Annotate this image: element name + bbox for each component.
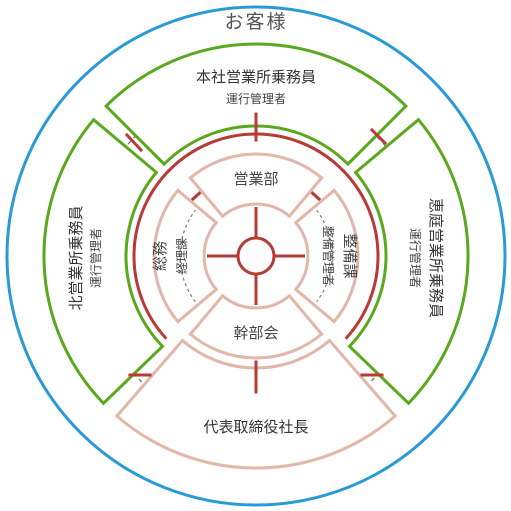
branch-band-right xyxy=(347,117,470,406)
hub-circle xyxy=(236,236,276,276)
ceo-label: 代表取締役社長 xyxy=(203,418,308,436)
connector-tl-stub xyxy=(124,132,144,153)
ceo-band xyxy=(114,338,398,470)
branch-right-label: 恵庭営業所乗務員 xyxy=(427,198,445,318)
maintenance-dashed-arc xyxy=(316,209,333,303)
department-sector-sales xyxy=(188,152,324,219)
branch-top-label: 本社営業所乗務員 xyxy=(196,68,316,86)
branch-band-top xyxy=(103,42,409,167)
department-sector-maintenance xyxy=(293,188,360,324)
connector-tr-stub xyxy=(369,127,388,146)
dept-general-sub: 経理課 xyxy=(174,238,189,274)
customer-ring xyxy=(5,5,507,507)
customer-label: お客様 xyxy=(224,11,287,33)
branch-right-sub: 運行管理者 xyxy=(408,228,423,288)
dept-general-label: 総務 xyxy=(151,241,169,271)
branch-band-left xyxy=(42,117,165,406)
center-hub xyxy=(207,207,305,305)
dept-executive-label: 幹部会 xyxy=(233,324,278,342)
general-dashed-arc xyxy=(179,209,196,303)
connector-lines xyxy=(124,112,388,394)
dept-sales-label: 営業部 xyxy=(233,170,278,188)
branch-left-sub: 運行管理者 xyxy=(88,228,103,288)
department-sector-executive xyxy=(188,293,324,360)
department-sector-general xyxy=(152,188,219,324)
dept-maintenance-sub: 整備管理者 xyxy=(321,226,336,286)
dept-maintenance-label: 整備課 xyxy=(341,233,359,278)
branch-top-sub: 運行管理者 xyxy=(226,91,286,106)
branch-left-label: 北営業所乗務員 xyxy=(67,205,85,310)
